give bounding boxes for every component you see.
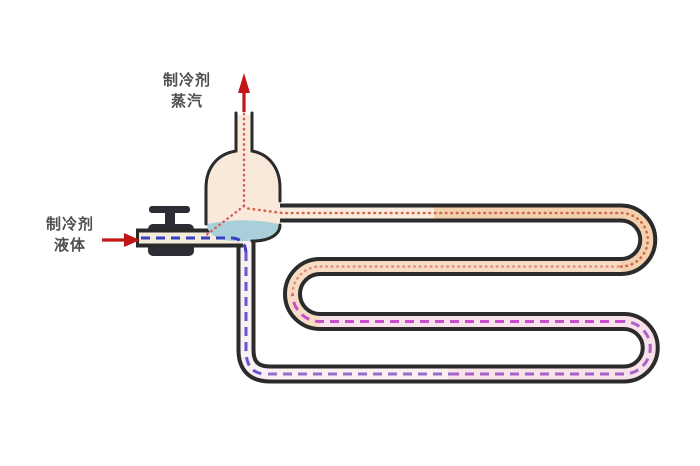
- refrigerant-vapor-label-line1: 制冷剂: [162, 71, 211, 89]
- refrigerant-vapor-label-line2: 蒸汽: [170, 92, 203, 110]
- coil-interior-cold: [240, 234, 452, 380]
- hot-vapor-dots: [242, 206, 650, 268]
- valve-stem: [165, 211, 175, 226]
- refrigerant-liquid-label: 制冷剂 液体: [28, 214, 112, 256]
- liquid-arrow-head-icon: [124, 233, 140, 247]
- valve-handle-icon: [149, 206, 190, 213]
- coil-outline: [236, 203, 660, 384]
- liquid-flow-dashes: [141, 236, 248, 255]
- downcomer-flow-dashes: [244, 252, 267, 376]
- vapor-outlet-arrow: [238, 73, 250, 112]
- vessel-liquid-pool: [207, 220, 279, 241]
- refrigerant-vapor-label: 制冷剂 蒸汽: [145, 70, 229, 112]
- vapor-arrow-head-icon: [238, 73, 250, 93]
- vessel-outline-bottom-right: [250, 223, 282, 243]
- two-phase-flow-dashes: [291, 293, 624, 323]
- evaporator-coil: [236, 203, 660, 384]
- separator-vessel: [204, 111, 282, 243]
- warming-flow-dashes: [450, 320, 652, 376]
- vessel-outline-left: [204, 111, 238, 226]
- vessel-vapor-dots-diagonal: [203, 204, 246, 238]
- refrigerant-liquid-label-line2: 液体: [53, 236, 86, 254]
- vessel-outline-right: [250, 111, 282, 203]
- warm-vapor-dots: [291, 265, 623, 296]
- flow-lines: [141, 108, 652, 376]
- refrigerant-liquid-label-line1: 制冷剂: [45, 215, 94, 233]
- vessel-fill: [206, 115, 280, 241]
- liquid-inlet-arrow: [102, 233, 140, 247]
